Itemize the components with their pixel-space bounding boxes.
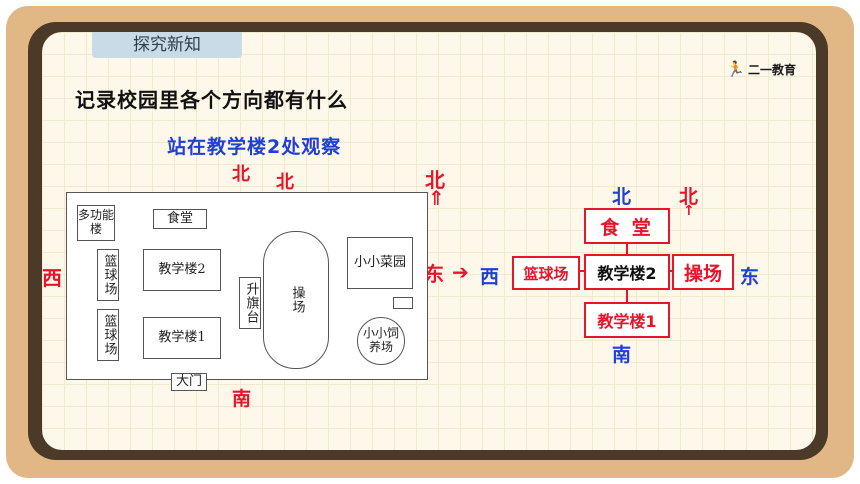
diagram-basketball-court: 篮球场 [512, 256, 580, 290]
observation-subheading: 站在教学楼2处观察 [167, 136, 342, 158]
right-arrow-icon: ➔ [452, 260, 469, 284]
vegetable-garden: 小小菜园 [347, 237, 413, 289]
map-north-label-a: 北 [232, 164, 250, 185]
up-arrow-icon: ↑ [683, 203, 695, 219]
animal-farm: 小小饲养场 [357, 317, 405, 365]
school-gate: 大门 [171, 373, 207, 391]
small-shed [393, 297, 413, 309]
content-board: 探究新知 🏃 二一教育 记录校园里各个方向都有什么 站在教学楼2处观察 北 北 … [42, 32, 816, 450]
multi-function-building: 多功能楼 [77, 205, 115, 241]
diagram-north-label: 北 [612, 186, 632, 208]
map-north-label-c: 北 [425, 168, 445, 192]
diagram-teaching-building-2: 教学楼2 [584, 254, 670, 290]
map-south-label: 南 [232, 388, 252, 410]
diagram-playground: 操场 [672, 254, 734, 290]
page-heading: 记录校园里各个方向都有什么 [75, 88, 348, 112]
diagram-teaching-building-1: 教学楼1 [584, 302, 670, 338]
brand-logo: 🏃 二一教育 [726, 60, 796, 78]
flag-platform: 升旗台 [239, 277, 261, 329]
diagram-west-label: 西 [480, 266, 500, 288]
diagram-canteen: 食 堂 [584, 208, 670, 244]
section-tab[interactable]: 探究新知 [92, 32, 242, 58]
map-east-label: 东 [424, 262, 444, 286]
campus-map: 多功能楼 食堂 篮球场 篮球场 教学楼2 教学楼1 升旗台 操场 小小菜园 小小… [66, 192, 428, 391]
map-teaching-building-1: 教学楼1 [143, 317, 221, 359]
basketball-court-2: 篮球场 [97, 309, 119, 361]
diagram-south-label: 南 [612, 344, 632, 366]
map-west-label: 西 [42, 266, 62, 290]
basketball-court-1: 篮球场 [97, 249, 119, 301]
map-canteen: 食堂 [153, 209, 207, 229]
logo-text: 二一教育 [747, 62, 796, 77]
diagram-north-red-label: 北 [679, 186, 699, 208]
runner-icon: 🏃 [726, 60, 745, 78]
diagram-east-label: 东 [740, 266, 760, 288]
map-north-label-b: 北 [276, 172, 294, 193]
north-arrow-icon: ⇑ [428, 186, 445, 210]
map-teaching-building-2: 教学楼2 [143, 249, 221, 291]
playground-field: 操场 [263, 231, 329, 369]
